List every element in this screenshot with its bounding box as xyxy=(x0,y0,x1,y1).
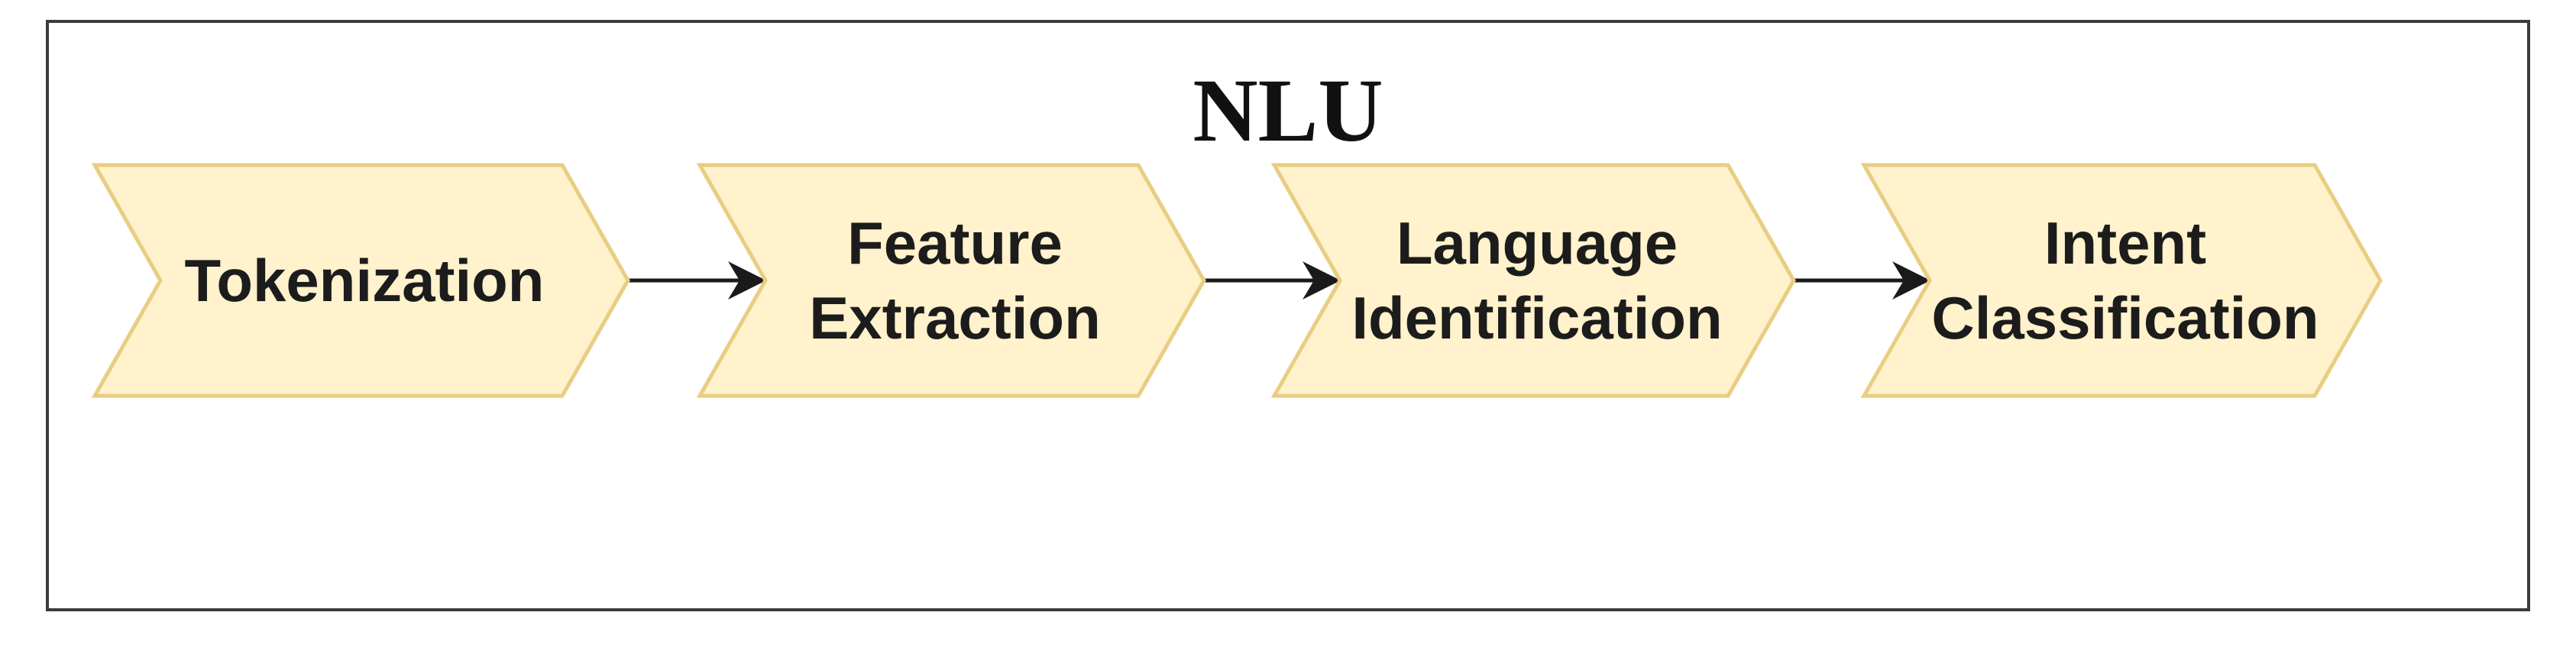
step-label: Tokenization xyxy=(185,247,545,314)
step-label: Classification xyxy=(1931,284,2319,352)
step-label: Language xyxy=(1396,209,1678,277)
diagram-title: NLU xyxy=(1193,60,1383,160)
step-chevron-shape xyxy=(1860,163,2383,398)
step-label: Identification xyxy=(1351,284,1722,352)
step-label: Extraction xyxy=(809,284,1100,352)
process-step: Tokenization xyxy=(91,163,630,398)
step-label: Intent xyxy=(2044,209,2206,277)
step-chevron-shape xyxy=(91,163,630,398)
step-chevron-shape xyxy=(696,163,1206,398)
step-chevron-shape xyxy=(1270,163,1796,398)
step-label: Feature xyxy=(847,209,1063,277)
